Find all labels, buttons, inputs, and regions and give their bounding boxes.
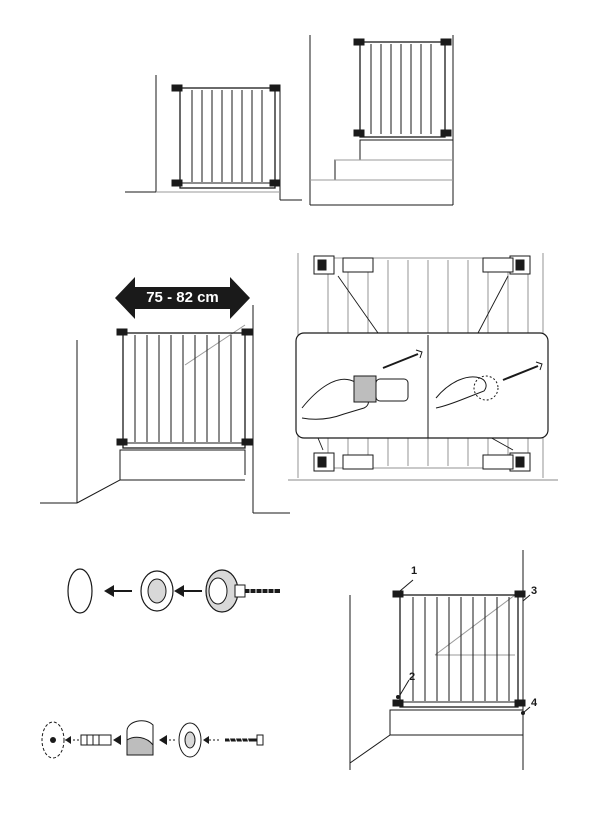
panel-spindle-detail <box>288 248 558 483</box>
arrow-left-icon <box>104 585 132 597</box>
arrow-left-icon <box>203 736 221 744</box>
screw-icon <box>225 735 263 745</box>
arrow-left-icon <box>159 735 177 745</box>
panel-screw-assembly <box>35 715 275 765</box>
panel-stairs-gate <box>305 30 465 215</box>
arrow-left-icon <box>65 736 79 744</box>
panel-doorway-gate <box>120 70 305 210</box>
wall-disc-icon <box>179 723 201 757</box>
adhesive-pad-icon <box>68 569 92 613</box>
arrow-left-icon <box>174 585 202 597</box>
wall-disc-icon <box>141 571 173 611</box>
panel-numbered-gate: 1 2 3 4 <box>345 545 555 775</box>
callout-2: 2 <box>409 671 415 683</box>
spindle-screw-icon <box>206 570 280 612</box>
width-badge-text: 75 - 82 cm <box>135 287 230 309</box>
callout-1: 1 <box>411 565 417 577</box>
arrow-left-icon <box>113 735 121 745</box>
panel-adhesive-assembly <box>60 560 285 620</box>
callout-4: 4 <box>531 697 537 709</box>
callout-3: 3 <box>531 585 537 597</box>
wall-cup-icon <box>127 721 153 755</box>
drill-hole-icon <box>42 722 64 758</box>
panel-width-measurement: 75 - 82 cm <box>35 265 295 520</box>
wall-plug-icon <box>81 735 111 745</box>
